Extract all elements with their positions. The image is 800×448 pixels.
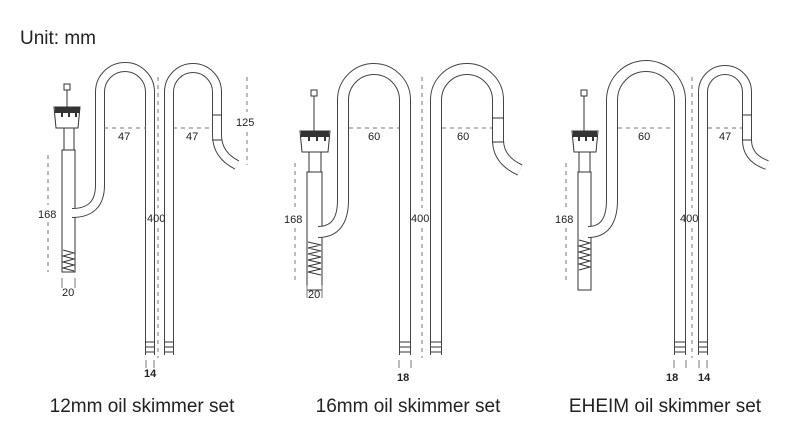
dim-outlet-diameter: 14 [698,372,711,384]
caption-16mm: 16mm oil skimmer set [315,396,501,417]
set-12mm: 47 47 125 400 168 20 14 [38,62,254,380]
dim-outlet-drop: 125 [236,117,254,129]
caption-12mm: 12mm oil skimmer set [49,396,235,417]
outlet-pipe [164,63,240,355]
outlet-pipe [698,65,769,355]
dim-skimmer-length: 168 [555,214,573,226]
dim-width-inlet: 47 [118,131,130,143]
dim-skimmer-length: 168 [38,209,56,221]
dim-height: 400 [680,213,698,225]
dim-skimmer-diameter: 20 [62,287,74,299]
dim-width-outlet: 47 [186,131,198,143]
inlet-pipe [587,60,686,355]
caption-eheim: EHEIM oil skimmer set [568,396,762,417]
dim-width-inlet: 60 [638,131,650,143]
dim-skimmer-length: 168 [284,214,302,226]
dim-pipe-diameter: 18 [397,372,409,384]
skimmer-unit [299,89,331,291]
outlet-pipe [430,63,523,355]
dim-width-outlet: 47 [719,131,731,143]
dim-height: 400 [411,213,429,225]
dim-inlet-diameter: 18 [666,372,678,384]
inlet-pipe [317,63,411,355]
dim-width-inlet: 60 [368,131,380,143]
set-16mm: 60 60 400 168 20 18 [284,63,523,384]
skimmer-unit [571,89,599,291]
dim-width-outlet: 60 [457,131,469,143]
dim-pipe-diameter: 14 [144,368,157,380]
unit-label: Unit: mm [20,28,96,49]
inlet-pipe [71,62,155,355]
dim-skimmer-diameter: 20 [308,289,320,301]
skimmer-unit [53,83,81,273]
set-eheim: 60 47 400 168 18 14 [555,60,769,384]
dim-height: 400 [147,213,165,225]
